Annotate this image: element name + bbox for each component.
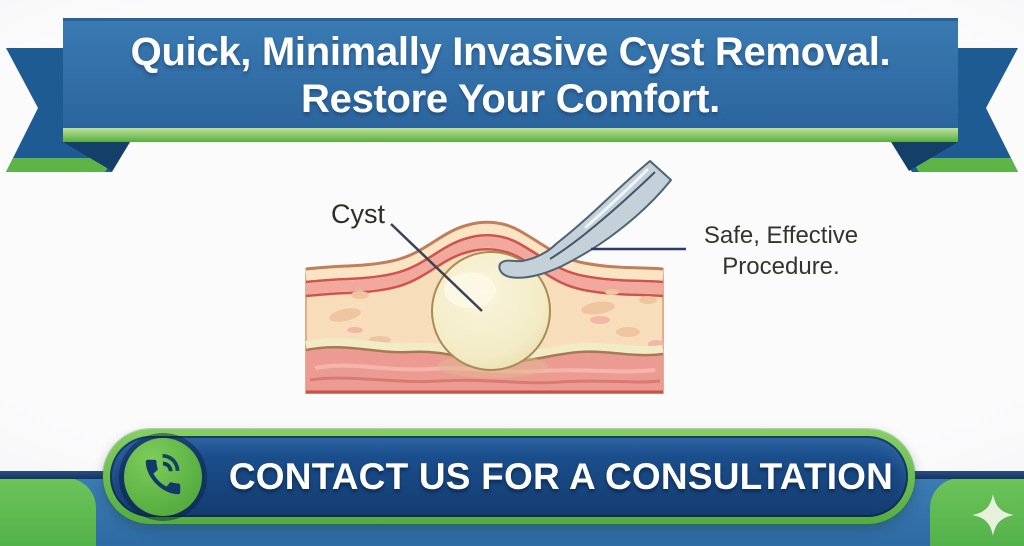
cyst-highlight — [444, 272, 496, 308]
banner-headline: Quick, Minimally Invasive Cyst Removal. … — [63, 29, 958, 123]
bottom-green-panel-left — [0, 478, 96, 546]
muscle-streak-dark — [309, 376, 661, 385]
red-layer-line-bottom — [305, 248, 664, 298]
dermis-texture-blobs-pink — [347, 316, 664, 348]
surgical-hook-tool — [498, 160, 672, 279]
red-layer-line-top — [305, 234, 664, 284]
tool-highlight — [584, 168, 649, 229]
banner-headline-line1: Quick, Minimally Invasive Cyst Removal. — [130, 30, 891, 74]
ribbon-panel-green-strip — [63, 128, 958, 142]
cyst-leader-line — [390, 223, 483, 312]
ribbon-fold-left — [63, 142, 130, 171]
ribbon-tail-left-green-edge — [6, 158, 114, 172]
procedure-label-line2: Procedure. — [722, 253, 840, 280]
phone-call-icon — [124, 437, 202, 516]
ribbon-banner-graphic — [6, 18, 1018, 172]
contact-cta-button[interactable]: CONTACT US FOR A CONSULTATION — [103, 429, 915, 524]
procedure-label-line1: Safe, Effective — [703, 222, 859, 249]
dermis-pink-band — [305, 236, 664, 295]
ribbon-panel — [63, 18, 958, 142]
contact-cta-inner: CONTACT US FOR A CONSULTATION — [110, 436, 908, 517]
ribbon-panel-top-edge — [63, 18, 958, 21]
ribbon-tail-right-green-edge — [910, 158, 1018, 172]
procedure-label: Safe, Effective Procedure. — [686, 220, 876, 282]
sparkle-icon — [972, 494, 1014, 536]
cyst-label: Cyst — [331, 199, 385, 229]
epidermis-band — [305, 222, 664, 283]
tool-detail-line — [549, 171, 656, 260]
ribbon-fold-right — [891, 142, 958, 171]
skin-surface-outline — [305, 220, 664, 271]
banner-headline-line2: Restore Your Comfort. — [301, 77, 720, 121]
bottom-green-panel-right — [930, 478, 1024, 546]
contact-cta-label: CONTACT US FOR A CONSULTATION — [228, 455, 894, 497]
